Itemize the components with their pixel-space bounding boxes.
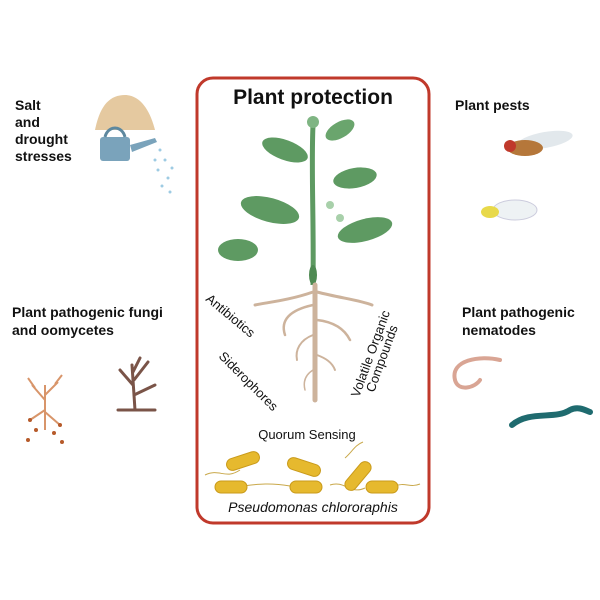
nematodes-label-line2: nematodes [462,322,536,338]
whitefly-icon [481,199,538,221]
nematodes-label-line1: Plant pathogenic [462,304,575,320]
stress-label-line3: drought [15,131,68,147]
fruit-fly-icon [504,130,573,156]
stress-label-line1: Salt [15,97,41,113]
oomycete-infected-plant-icon [116,356,157,412]
fungi-label-line1: Plant pathogenic fungi [12,304,163,320]
watering-can-icon [100,126,174,194]
organism-label: Pseudomonas chlororaphis [228,499,398,515]
bacteria-icon [204,441,421,494]
salt-pile-icon [95,95,155,130]
title: Plant protection [233,86,393,109]
pests-label: Plant pests [455,97,530,113]
root-icon [253,282,374,403]
nematode-icon [509,405,593,428]
stress-label-line2: and [15,114,40,130]
plant-icon [218,116,393,286]
fungi-infected-plant-icon [26,374,64,444]
quorum-sensing-label: Quorum Sensing [258,427,356,442]
nematode-icon [452,356,502,390]
stress-label-line4: stresses [15,148,72,164]
fungi-label-line2: and oomycetes [12,322,114,338]
